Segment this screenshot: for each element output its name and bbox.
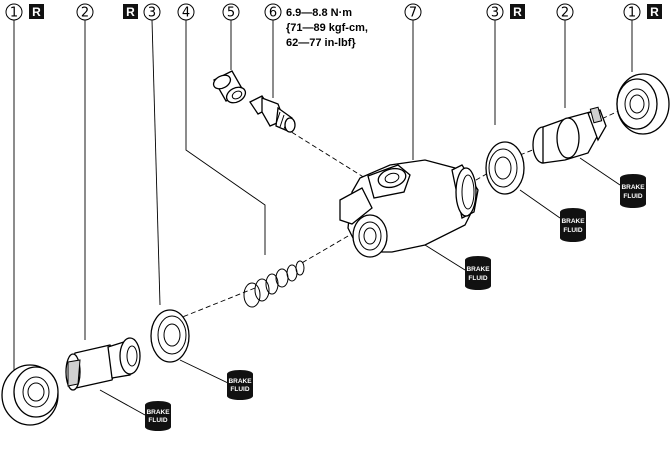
dust-boot-left bbox=[1, 364, 59, 426]
brake-fluid-badge: BRAKE FLUID bbox=[179, 359, 253, 400]
brake-fluid-line-1: BRAKE bbox=[228, 378, 252, 385]
piston-cup-right bbox=[485, 141, 525, 195]
callout-number: 5 bbox=[227, 6, 235, 21]
callout-number: 1 bbox=[10, 6, 18, 21]
brake-fluid-line-2: FLUID bbox=[148, 417, 167, 424]
piston-right bbox=[532, 106, 607, 164]
brake-fluid-line-1: BRAKE bbox=[466, 266, 490, 273]
wheel-cylinder-body bbox=[339, 159, 479, 258]
bleeder-screw bbox=[249, 95, 296, 133]
piston-cup-left bbox=[150, 309, 190, 363]
brake-fluid-badge: BRAKE FLUID bbox=[579, 157, 646, 208]
torque-spec: 6.9—8.8 N·m {71—89 kgf-cm, 62—77 in-lbf} bbox=[286, 7, 368, 49]
brake-fluid-line-2: FLUID bbox=[468, 275, 487, 282]
brake-fluid-line-1: BRAKE bbox=[146, 409, 170, 416]
callout-7: 7 bbox=[404, 3, 422, 21]
rebuild-mark: R bbox=[126, 5, 135, 19]
callout-number: 1 bbox=[628, 6, 636, 21]
rebuild-mark: R bbox=[650, 5, 659, 19]
callout-3-right: 3 R bbox=[486, 3, 525, 21]
callout-number: 3 bbox=[491, 6, 499, 21]
callout-4: 4 bbox=[177, 3, 195, 21]
brake-fluid-badge: BRAKE FLUID bbox=[519, 189, 586, 242]
brake-fluid-badge: BRAKE FLUID bbox=[99, 389, 171, 431]
bleeder-cap bbox=[212, 70, 247, 104]
brake-fluid-line-1: BRAKE bbox=[561, 218, 585, 225]
callout-number: 7 bbox=[409, 6, 417, 21]
callout-6: 6 bbox=[264, 3, 282, 21]
brake-fluid-line-1: BRAKE bbox=[621, 184, 645, 191]
callout-number: 4 bbox=[182, 6, 190, 21]
brake-fluid-line-2: FLUID bbox=[623, 193, 642, 200]
callout-number: 6 bbox=[269, 6, 277, 21]
brake-fluid-line-2: FLUID bbox=[563, 227, 582, 234]
callout-5: 5 bbox=[222, 3, 240, 21]
leader-lines bbox=[13, 19, 633, 372]
rebuild-mark: R bbox=[513, 5, 522, 19]
torque-line-2: {71—89 kgf-cm, bbox=[286, 22, 368, 34]
callout-3-left: R 3 bbox=[123, 3, 161, 21]
callout-number: 2 bbox=[81, 6, 89, 21]
callout-2-right: 2 bbox=[556, 3, 574, 21]
torque-line-1: 6.9—8.8 N·m bbox=[286, 7, 352, 19]
brake-fluid-line-2: FLUID bbox=[230, 386, 249, 393]
brake-fluid-badge: BRAKE FLUID bbox=[424, 244, 491, 290]
callout-1-right: 1 R bbox=[623, 3, 662, 21]
return-spring bbox=[243, 260, 305, 308]
callout-number: 3 bbox=[148, 6, 156, 21]
torque-line-3: 62—77 in-lbf} bbox=[286, 37, 356, 49]
callout-1-left: 1 R bbox=[5, 3, 44, 21]
rebuild-mark: R bbox=[32, 5, 41, 19]
piston-left bbox=[65, 337, 141, 391]
dust-boot-right bbox=[616, 73, 670, 135]
callout-2-left: 2 bbox=[76, 3, 94, 21]
callout-number: 2 bbox=[561, 6, 569, 21]
